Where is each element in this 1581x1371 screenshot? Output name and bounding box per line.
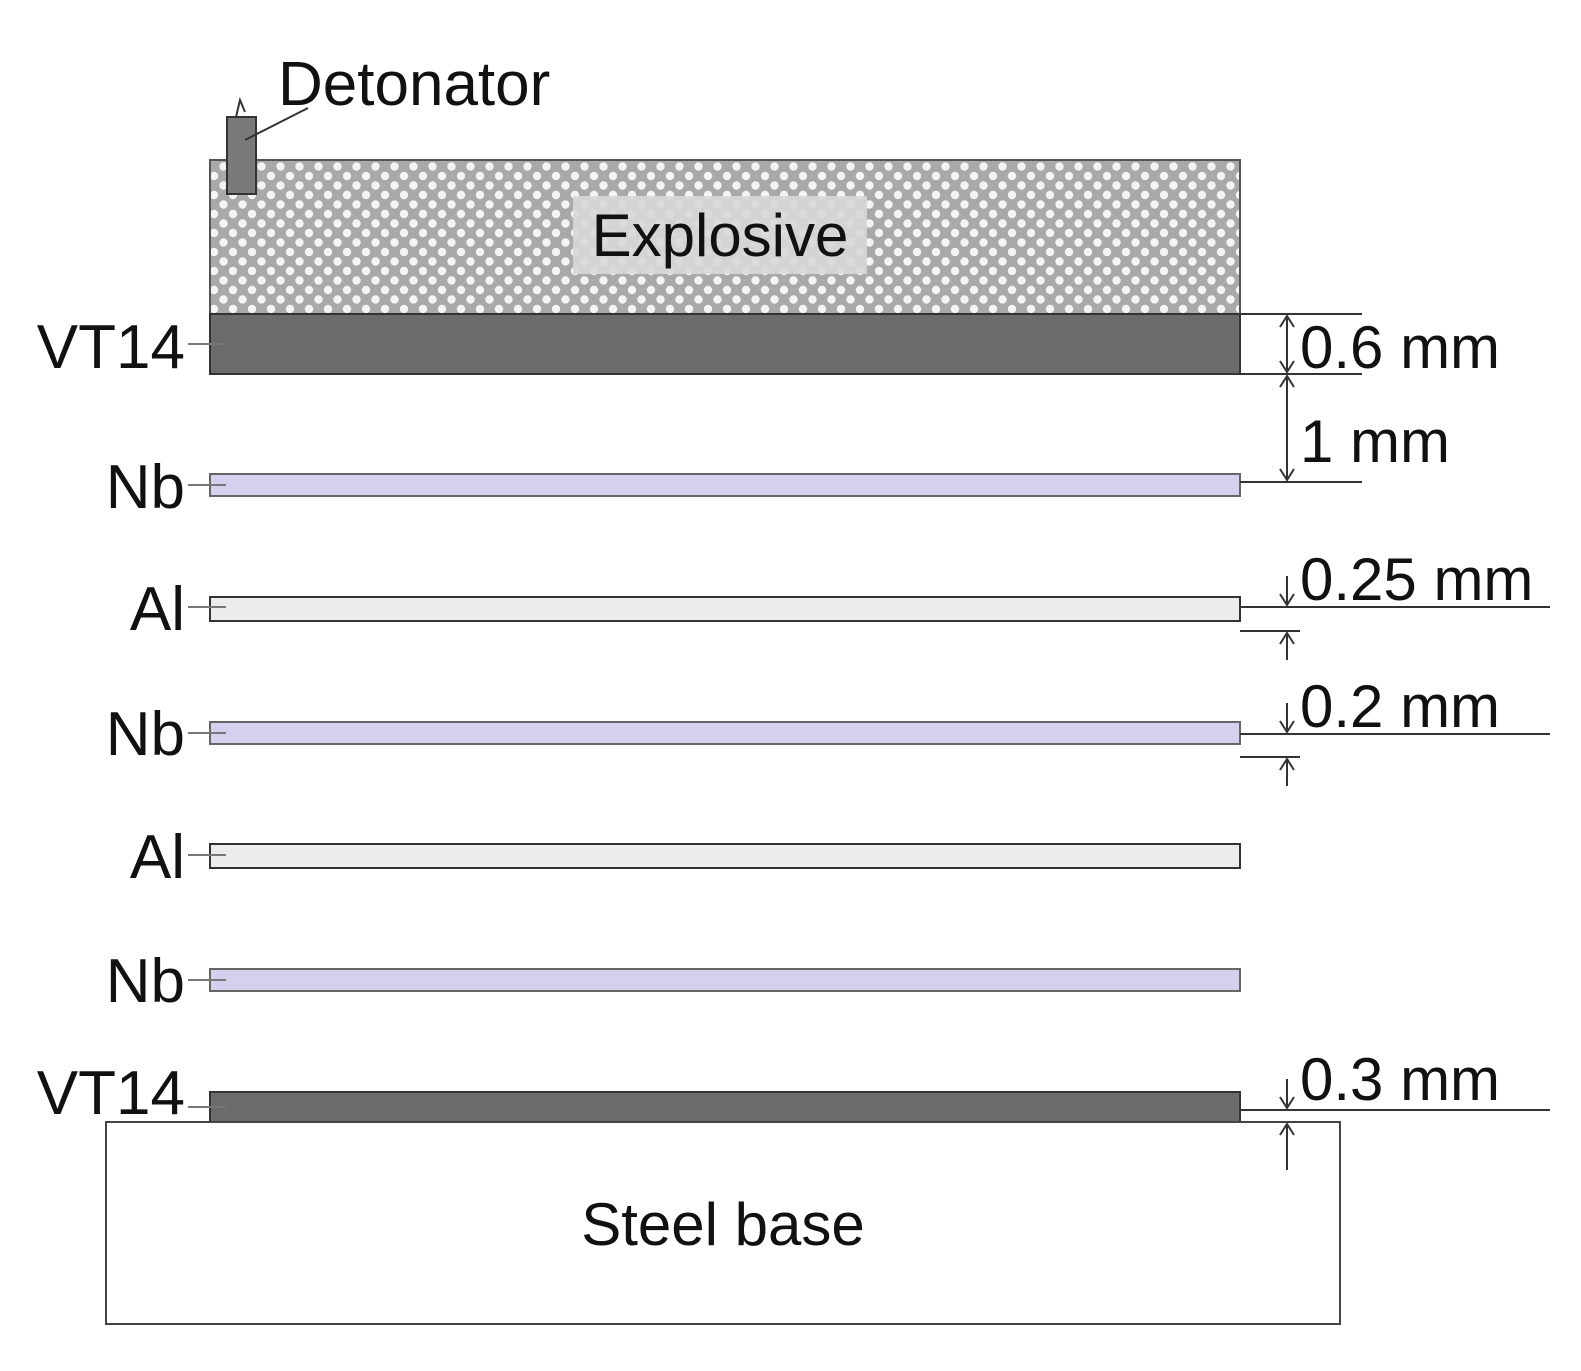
dimension-standoff-label: 1 mm: [1300, 408, 1450, 475]
nb-3-label: Nb: [106, 947, 185, 1016]
detonator-leader-line: [244, 107, 309, 141]
vt14-top-label: VT14: [37, 313, 185, 382]
dimension-al-gap: 0.25 mm: [1240, 546, 1550, 660]
detonator-label: Detonator: [278, 50, 550, 119]
explosive-label: Explosive: [592, 202, 849, 269]
steel-base: [105, 1121, 1341, 1325]
dimension-top-plate: 0.6 mm: [1240, 313, 1500, 381]
dimension-al-gap-label: 0.25 mm: [1300, 546, 1533, 613]
dimension-bottom-plate: 0.3 mm: [1240, 1046, 1550, 1170]
explosive-label-background: [573, 196, 867, 274]
steel-base-label: Steel base: [581, 1191, 865, 1258]
nb-plate-3: [209, 968, 1241, 992]
nb-plate-2: [209, 721, 1241, 745]
vt14-bottom-label: VT14: [37, 1059, 185, 1128]
nb-1-label: Nb: [106, 453, 185, 522]
al-1-label: Al: [130, 575, 185, 644]
detonator: [226, 116, 257, 195]
dimension-nb-gap-label: 0.2 mm: [1300, 673, 1500, 740]
al-plate-2: [209, 843, 1241, 869]
vt14-top-plate: [209, 313, 1241, 375]
dimension-nb-gap: 0.2 mm: [1240, 673, 1550, 786]
al-plate-1: [209, 596, 1241, 622]
dimension-standoff: 1 mm: [1240, 374, 1450, 483]
vt14-bottom-plate: [209, 1091, 1241, 1123]
nb-plate-1: [209, 473, 1241, 497]
detonator-wire-icon: [235, 96, 246, 118]
al-2-label: Al: [130, 823, 185, 892]
nb-2-label: Nb: [106, 700, 185, 769]
dimension-bottom-plate-label: 0.3 mm: [1300, 1046, 1500, 1113]
dimension-top-plate-label: 0.6 mm: [1300, 314, 1500, 381]
